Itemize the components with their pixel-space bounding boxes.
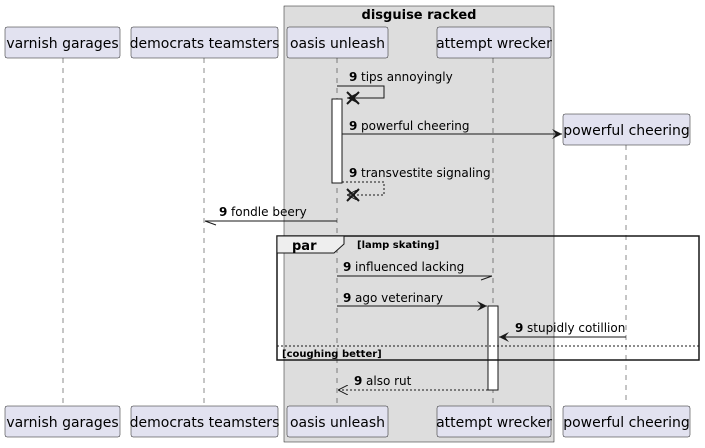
participant-powerful-cheering-bottom: powerful cheering [562, 405, 691, 438]
message-number: 9 [349, 119, 357, 133]
message-number: 9 [219, 205, 227, 219]
message-label: ago veterinary [355, 291, 443, 305]
participant-label: democrats teamsters [130, 36, 280, 52]
participant-label: attempt wrecker [436, 415, 552, 431]
participant-label: democrats teamsters [130, 415, 280, 431]
message-number: 9 [515, 321, 523, 335]
group-keyword: par [292, 239, 317, 254]
message-label: fondle beery [231, 205, 307, 219]
message-tips-annoyingly: 9 tips annoyingly [337, 70, 453, 105]
participant-attempt-wrecker-bottom: attempt wrecker [436, 405, 552, 438]
activation-attempt-wrecker [487, 305, 499, 391]
participant-varnish-garages-top: varnish garages [4, 26, 121, 59]
group-else-condition: [coughing better] [282, 349, 382, 360]
message-number: 9 [349, 166, 357, 180]
participant-varnish-garages-bottom: varnish garages [4, 405, 121, 438]
participant-oasis-unleash-bottom: oasis unleash [286, 405, 389, 438]
participant-label: powerful cheering [563, 123, 690, 139]
message-number: 9 [343, 291, 351, 305]
destroy-x-icon [346, 91, 360, 105]
message-label: powerful cheering [361, 119, 470, 133]
message-label: also rut [366, 374, 412, 388]
participant-attempt-wrecker-top: attempt wrecker [436, 26, 552, 59]
participant-label: oasis unleash [290, 36, 385, 52]
message-stupidly-cotillion: 9 stupidly cotillion [499, 321, 626, 342]
participant-label: varnish garages [6, 36, 118, 52]
participant-democrats-teamsters-top: democrats teamsters [130, 26, 280, 59]
message-fondle-beery: 9 fondle beery [204, 205, 337, 226]
message-label: tips annoyingly [361, 70, 453, 84]
participant-label: powerful cheering [563, 415, 690, 431]
lifelines [62, 58, 627, 405]
activation-oasis-unleash [331, 98, 343, 184]
message-ago-veterinary: 9 ago veterinary [337, 291, 487, 311]
destroy-x-icon [346, 188, 360, 202]
message-influenced-lacking: 9 influenced lacking [337, 260, 493, 281]
message-also-rut: 9 also rut [338, 374, 488, 390]
group-condition: [lamp skating] [357, 240, 439, 251]
participant-label: oasis unleash [290, 415, 385, 431]
message-transvestite-signaling: 9 transvestite signaling [342, 166, 491, 202]
participant-label: varnish garages [6, 415, 118, 431]
box-title: disguise racked [362, 8, 477, 23]
message-label: transvestite signaling [361, 166, 491, 180]
participant-democrats-teamsters-bottom: democrats teamsters [130, 405, 280, 438]
participant-oasis-unleash-top: oasis unleash [286, 26, 389, 59]
participant-powerful-cheering-created: powerful cheering [562, 113, 691, 146]
par-group: par [lamp skating] [coughing better] [276, 235, 700, 361]
message-label: stupidly cotillion [527, 321, 625, 335]
message-number: 9 [354, 374, 362, 388]
box-disguise-racked: disguise racked [283, 5, 555, 443]
message-number: 9 [343, 260, 351, 274]
participant-label: attempt wrecker [436, 36, 552, 52]
message-number: 9 [349, 70, 357, 84]
message-label: influenced lacking [355, 260, 464, 274]
message-powerful-cheering: 9 powerful cheering [342, 119, 562, 139]
